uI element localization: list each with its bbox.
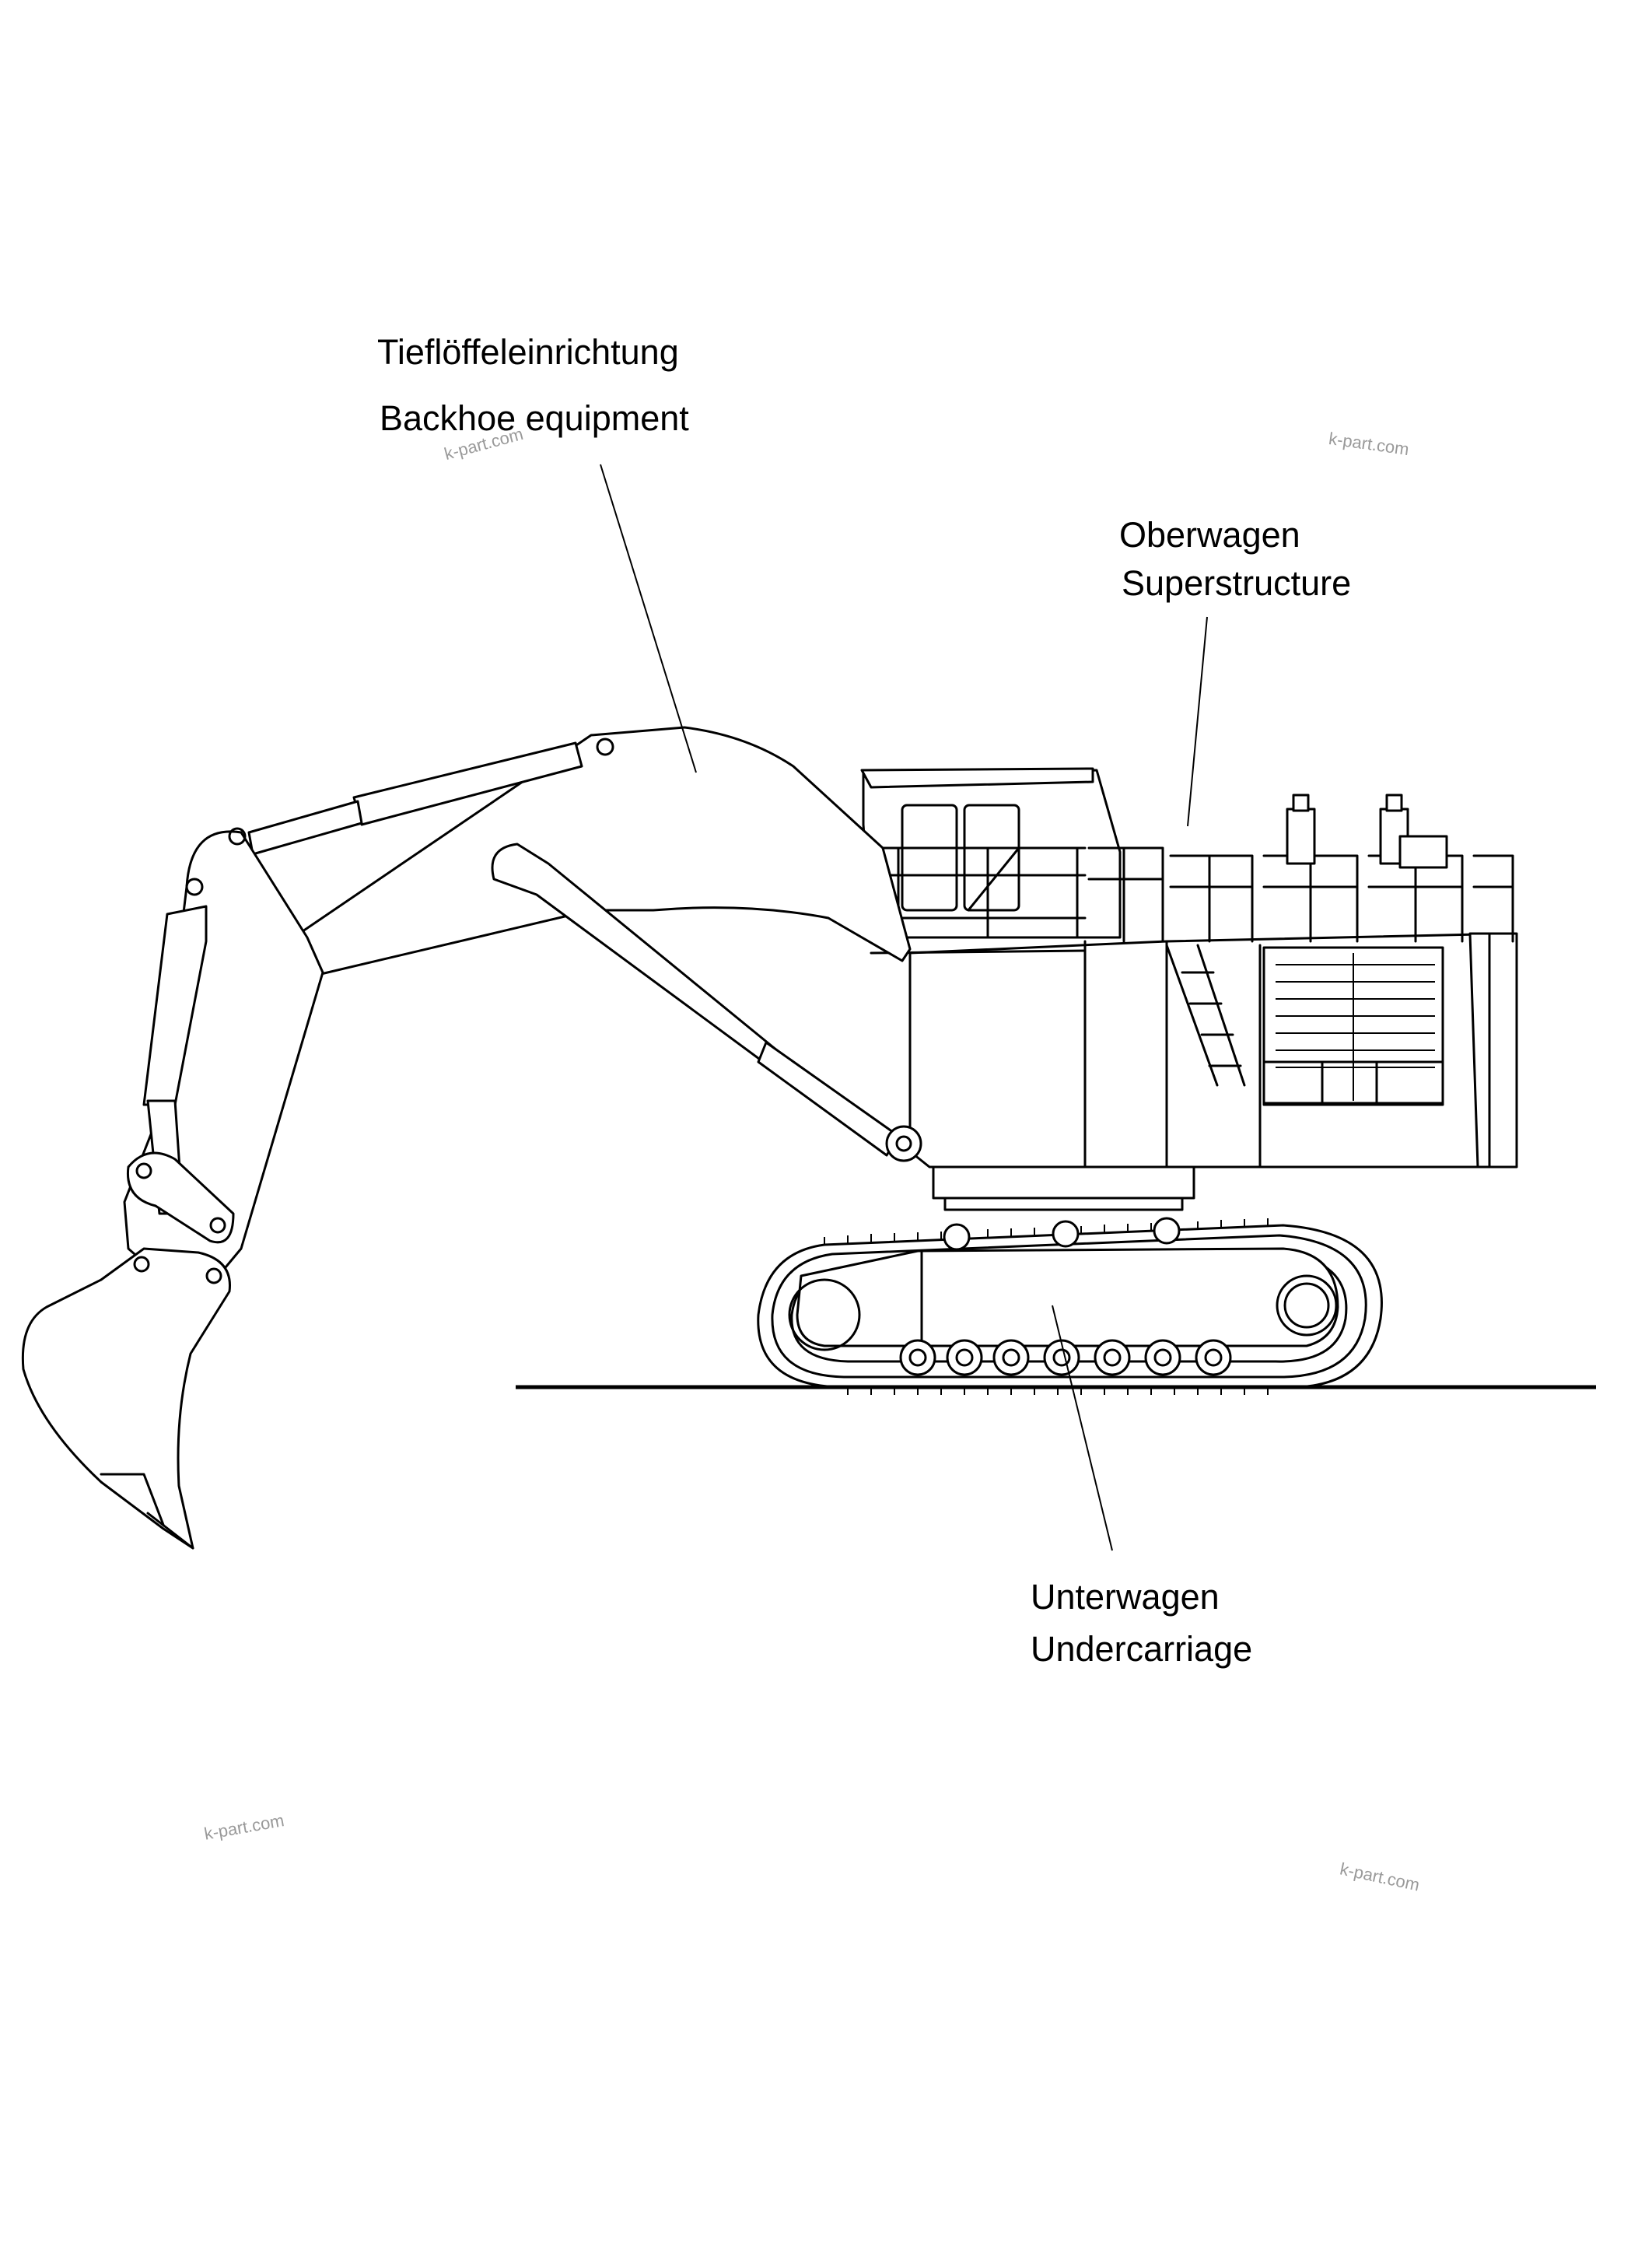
backhoe-leader-line [600, 464, 697, 773]
backhoe-drawing [21, 726, 922, 1550]
superstructure-label-english: Superstructure [1122, 563, 1352, 603]
undercarriage-label-german: Unterwagen [1031, 1577, 1220, 1617]
backhoe-label-german: Tieflöffeleinrichtung [377, 332, 679, 372]
superstructure-leader-line [1187, 616, 1208, 827]
undercarriage-label-english: Undercarriage [1031, 1629, 1253, 1669]
superstructure-label-german: Oberwagen [1119, 515, 1300, 555]
undercarriage-leader-line [1052, 1305, 1113, 1551]
undercarriage-drawing [757, 1217, 1383, 1395]
superstructure-drawing [858, 767, 1518, 1211]
backhoe-label-english: Backhoe equipment [380, 398, 689, 438]
